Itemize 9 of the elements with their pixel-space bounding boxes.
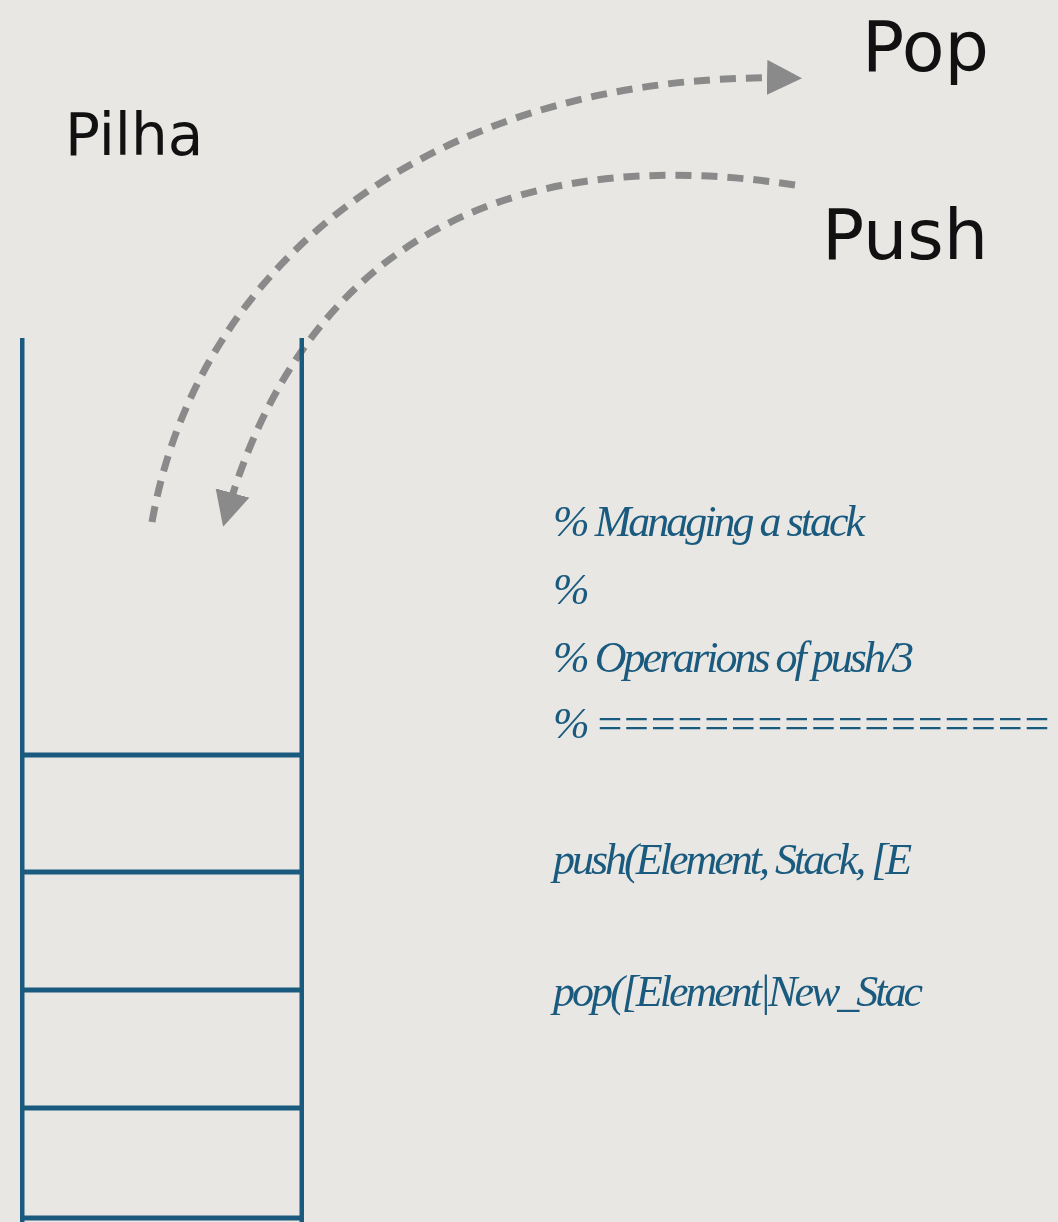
code-line: % =================: [553, 702, 1049, 746]
operation-label: Pop: [862, 12, 1022, 102]
stack-title: Pilha: [65, 106, 204, 164]
code-line: % Operarions of push/3: [553, 636, 912, 680]
arrow: [217, 171, 796, 527]
code-line: % Managing a stack: [553, 500, 862, 544]
arrow: [148, 61, 802, 523]
code-line: %: [553, 568, 587, 612]
operation-label: Push: [822, 200, 1058, 290]
